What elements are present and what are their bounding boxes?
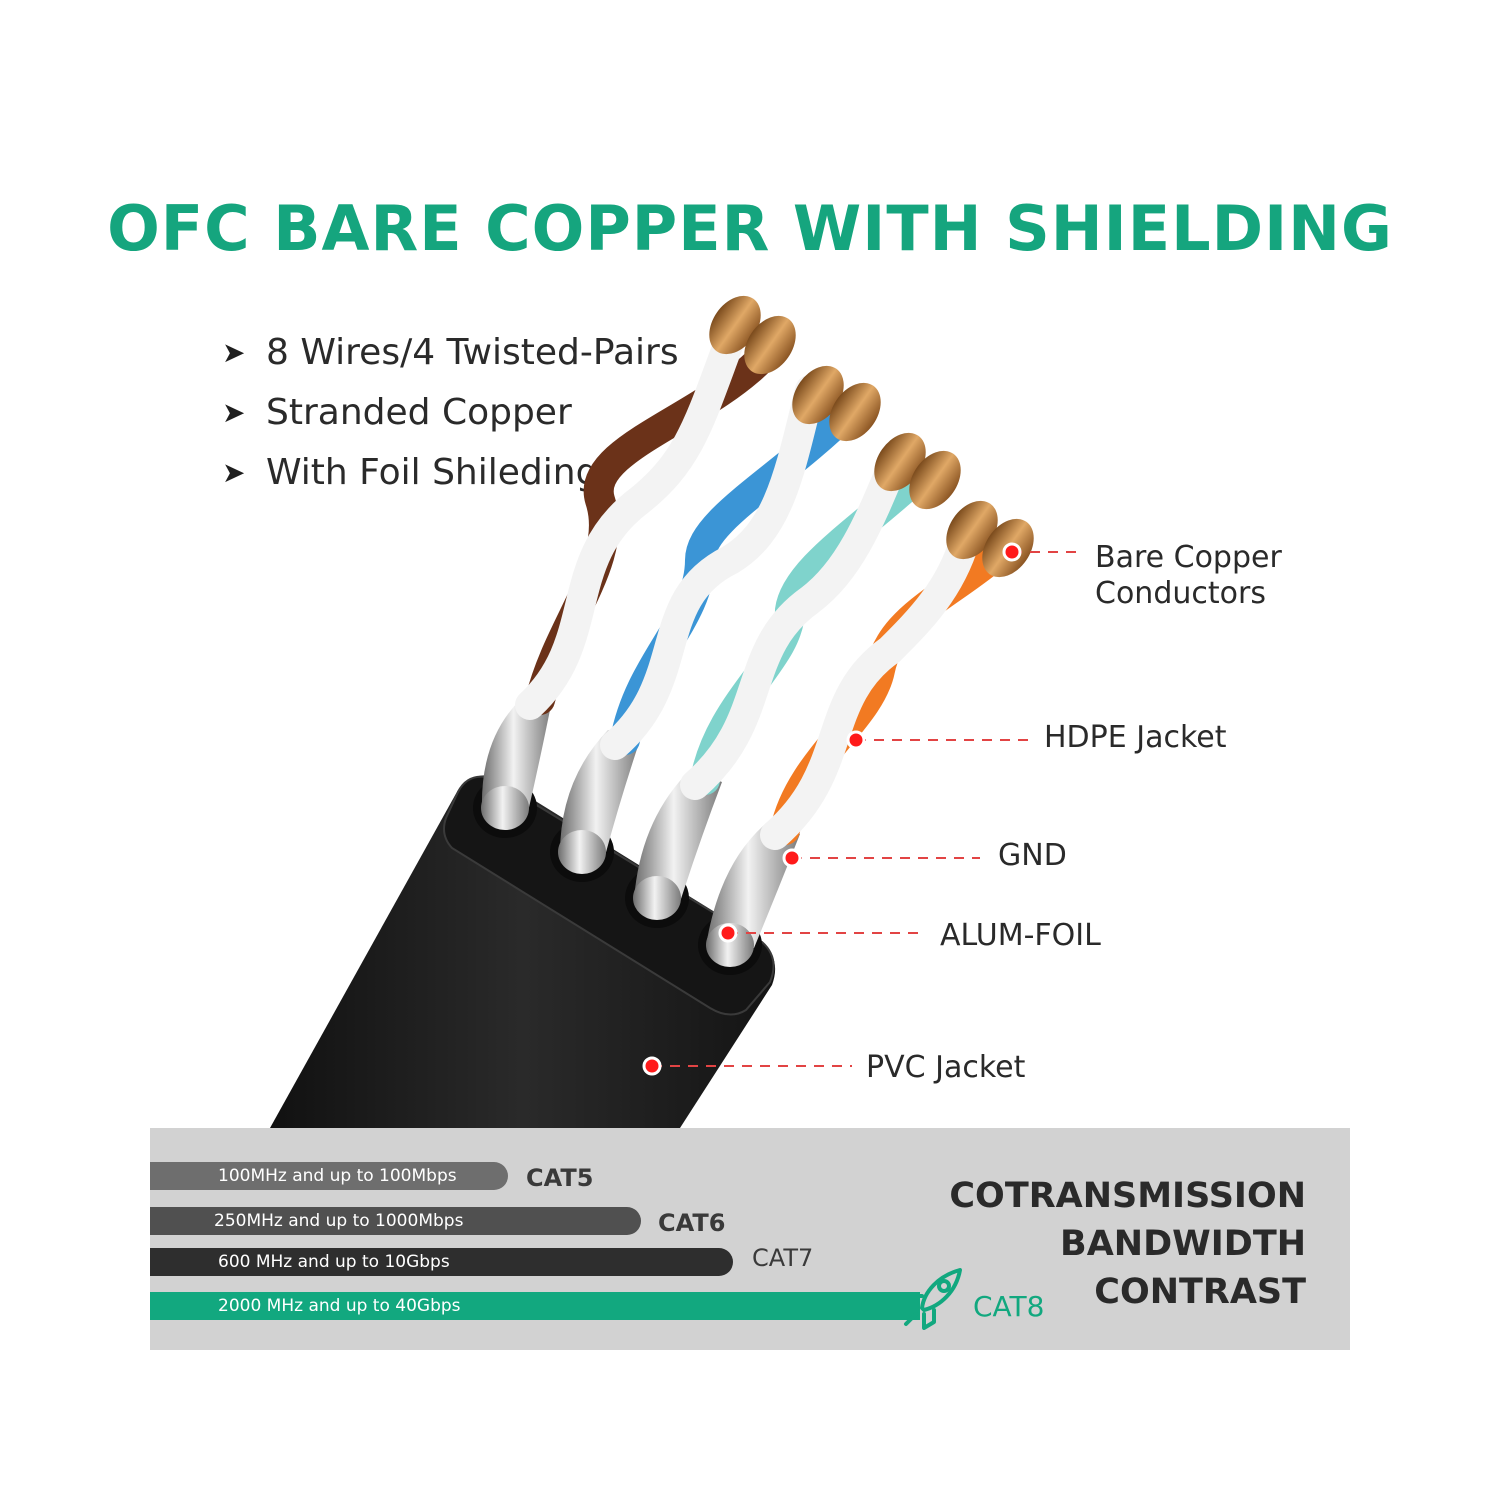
feature-list: ➤ 8 Wires/4 Twisted-Pairs ➤ Stranded Cop… xyxy=(222,322,679,502)
twisted-pair-orange xyxy=(760,525,1005,850)
marker-dot xyxy=(718,923,738,943)
feature-label: 8 Wires/4 Twisted-Pairs xyxy=(266,331,679,373)
cat5-label: CAT5 xyxy=(526,1164,594,1192)
arrow-icon: ➤ xyxy=(222,455,246,489)
twisted-pair-aqua xyxy=(680,445,935,800)
bar-spec: 100MHz and up to 100Mbps xyxy=(218,1166,457,1186)
shield-pair-2 xyxy=(550,730,640,882)
marker-dot xyxy=(846,730,866,750)
heading-line: CONTRAST xyxy=(1094,1272,1306,1312)
heading-line: COTRANSMISSION xyxy=(949,1176,1306,1216)
bandwidth-comparison-panel: 100MHz and up to 100Mbps CAT5 250MHz and… xyxy=(150,1128,1350,1350)
shield-pair-3 xyxy=(625,770,722,928)
feature-item: ➤ Stranded Copper xyxy=(222,382,679,442)
marker-dot xyxy=(782,848,802,868)
arrow-icon: ➤ xyxy=(222,395,246,429)
cat8-label: CAT8 xyxy=(973,1290,1045,1323)
bandwidth-bar-cat7: 600 MHz and up to 10Gbps xyxy=(150,1248,733,1276)
callout-markers xyxy=(642,542,1022,1076)
bar-spec: 600 MHz and up to 10Gbps xyxy=(218,1252,450,1272)
callout-bare-copper: Bare Copper Conductors xyxy=(1095,540,1282,612)
cat7-label: CAT7 xyxy=(752,1244,814,1272)
callout-bare-copper-line1: Bare Copper xyxy=(1095,540,1282,575)
marker-dot xyxy=(1002,542,1022,562)
page-title: OFC BARE COPPER WITH SHIELDING xyxy=(107,192,1393,265)
callout-bare-copper-line2: Conductors xyxy=(1095,576,1266,611)
twisted-pair-brown xyxy=(515,325,775,720)
heading-line: BANDWIDTH xyxy=(1060,1224,1306,1264)
feature-label: With Foil Shileding xyxy=(266,451,599,493)
twisted-pair-blue xyxy=(600,375,865,760)
shield-pair-1 xyxy=(473,700,552,838)
bandwidth-bar-cat5: 100MHz and up to 100Mbps xyxy=(150,1162,508,1190)
jacket-face xyxy=(443,775,775,1016)
bar-spec: 250MHz and up to 1000Mbps xyxy=(214,1211,464,1231)
bar-spec: 2000 MHz and up to 40Gbps xyxy=(218,1296,461,1316)
callout-alum-foil: ALUM-FOIL xyxy=(940,918,1101,953)
callout-pvc-jacket: PVC Jacket xyxy=(866,1050,1026,1085)
bandwidth-bar-cat8: 2000 MHz and up to 40Gbps xyxy=(150,1292,920,1320)
callout-hdpe-jacket: HDPE Jacket xyxy=(1044,720,1227,755)
callout-gnd: GND xyxy=(998,838,1067,873)
callout-leaders xyxy=(652,551,1082,1067)
cat6-label: CAT6 xyxy=(658,1209,726,1237)
marker-dot xyxy=(642,1056,662,1076)
feature-item: ➤ With Foil Shileding xyxy=(222,442,679,502)
arrow-icon: ➤ xyxy=(222,335,246,369)
feature-item: ➤ 8 Wires/4 Twisted-Pairs xyxy=(222,322,679,382)
shield-pair-4 xyxy=(698,820,800,975)
feature-label: Stranded Copper xyxy=(266,391,572,433)
pvc-jacket xyxy=(270,775,776,1128)
rocket-icon xyxy=(902,1268,962,1330)
comparison-heading: COTRANSMISSION BANDWIDTH CONTRAST xyxy=(949,1172,1306,1316)
bandwidth-bar-cat6: 250MHz and up to 1000Mbps xyxy=(150,1207,641,1235)
